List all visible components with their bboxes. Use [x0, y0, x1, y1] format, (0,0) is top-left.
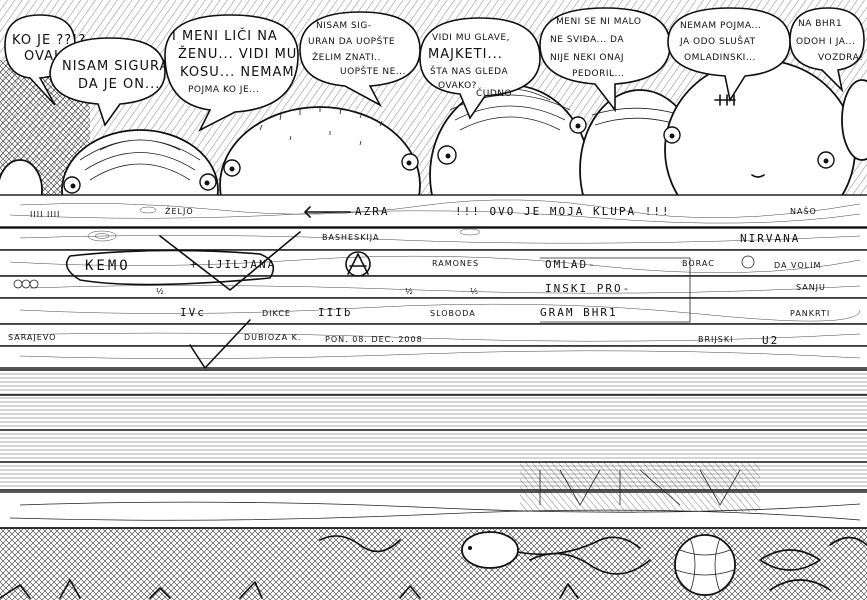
bubble-3-line-2: ŽENU... VIDI MU [178, 46, 297, 62]
bubble-5-line-3: ŠTA NAS GLEDA [430, 65, 508, 77]
speech-bubble-3: I MENI LIČI NA ŽENU... VIDI MU KOSU... N… [164, 14, 299, 132]
graffiti-sloboda: SLOBODA [430, 309, 476, 318]
anarchy-symbol [345, 251, 371, 277]
bubble-4-line-4: UOPŠTE NE... [340, 65, 406, 77]
bench-plank-2 [0, 227, 867, 251]
bubble-2-line-2: DA JE ON... [78, 77, 160, 92]
wood-grain [9, 199, 861, 359]
bubble-7-line-2: JA ODO SLUŠAT [679, 35, 756, 47]
olympic-rings [13, 279, 39, 289]
speech-bubble-1: KO JE ??!? OVAJ [4, 14, 86, 106]
bubble-7-line-3: OMLADINSKI... [684, 53, 756, 63]
head-7 [841, 79, 867, 161]
graffiti-gram-bhr1: GRAM BHR1 [540, 306, 618, 319]
graffiti-fifth: ⅕ [470, 287, 479, 296]
ground [0, 527, 867, 600]
bubble-8-line-1: NA BHR1 [798, 19, 842, 29]
graffiti-ovo-je-moja-klupa: !!! OVO JE MOJA KLUPA !!! [455, 205, 671, 218]
bubble-3-line-1: I MENI LIČI NA [172, 28, 278, 44]
graffiti-nirvana: NIRVANA [740, 232, 800, 245]
graffiti-bashesskija: BASHESKIJA [322, 233, 379, 242]
graffiti-date: PON. 08. DEC. 2008 [325, 335, 423, 344]
mouse-drawing [461, 531, 641, 569]
graffiti-borac: BORAC [682, 259, 715, 268]
speech-bubble-2: NISAM SIGURAN DA JE ON... [49, 37, 180, 127]
graffiti-dikce: DIKCE [262, 309, 291, 318]
leaves-drawing [759, 536, 867, 591]
omladinski-box [540, 257, 691, 323]
bubble-4-line-2: URAN DA UOPŠTE [308, 35, 395, 47]
arrow-mark [304, 206, 351, 218]
heart-outline [65, 249, 275, 286]
speech-bubble-4: NISAM SIG- URAN DA UOPŠTE ŽELIM ZNATI.. … [299, 11, 421, 107]
speech-bubble-5: VIDI MU GLAVE, MAJKETI... ŠTA NAS GLEDA … [419, 17, 541, 120]
bubble-4-line-3: ŽELIM ZNATI.. [312, 51, 381, 63]
snake-drawing [319, 535, 651, 575]
graffiti-zeljo: ŽELJO [165, 205, 194, 216]
graffiti-sarajevo: SARAJEVO [8, 333, 56, 342]
bubble-8-line-3: VOZDRA! [818, 53, 863, 63]
graffiti-brijski: BRIJSKI [698, 335, 733, 344]
bubble-5-line-4: OVAKO? [438, 81, 477, 91]
bubble-1-line-2: OVAJ [24, 49, 59, 64]
bench-graffiti: IIII IIII ŽELJO AZRA !!! OVO JE MOJA KLU… [8, 205, 830, 512]
bubble-7-line-1: NEMAM POJMA... [680, 21, 761, 31]
graffiti-ivc: IVc [180, 306, 206, 319]
bench-plank-7 [0, 345, 867, 369]
bench-plank-5 [0, 297, 867, 325]
graffiti-sanju: SANJU [796, 283, 826, 292]
graffiti-omlad: OMLAD- [545, 258, 597, 271]
speech-bubble-8: NA BHR1 ODOH I JA... VOZDRA! [789, 7, 865, 93]
bubble-2-line-1: NISAM SIGURAN [62, 59, 180, 74]
graffiti-iiib: IIIb [318, 306, 353, 319]
bubble-6-line-4: PEDORIL... [572, 69, 625, 79]
bubble-8-line-2: ODOH I JA... [796, 37, 855, 47]
bench-plank-6 [0, 323, 867, 347]
bubble-6-line-3: NIJE NEKI ONAJ [550, 53, 624, 63]
graffiti-dubioza: DUBIOZA K. [244, 333, 301, 342]
graffiti-ramones: RAMONES [432, 259, 479, 268]
bubble-5-line-5: ČUDNO [476, 87, 512, 99]
graffiti-naso: NAŠO [790, 205, 817, 216]
graffiti-inski-pro: INSKI PRO- [545, 282, 631, 295]
graffiti-half-2: ½ [405, 287, 414, 296]
bench-plank-4 [0, 275, 867, 299]
speech-bubble-6: MENI SE NI MALO NE SVIĐA... DA NIJE NEKI… [539, 7, 671, 113]
bubble-6-line-2: NE SVIĐA... DA [550, 35, 624, 45]
graffiti-azra: AZRA [355, 205, 390, 218]
graffiti-kemo: KEMO [85, 258, 131, 274]
graffiti-half-1: ½ [156, 287, 165, 296]
carved-block [520, 462, 760, 512]
check-mark [189, 319, 251, 369]
graffiti-da-volim: DA VOLIM [774, 261, 821, 270]
speech-bubble-7: NEMAM POJMA... JA ODO SLUŠAT OMLADINSKI.… [667, 7, 791, 103]
bubble-4-line-1: NISAM SIG- [316, 21, 372, 31]
bubble-3-line-4: POJMA KO JE... [188, 85, 259, 95]
bubble-6-line-1: MENI SE NI MALO [556, 17, 641, 27]
bubble-5-line-2: MAJKETI... [428, 47, 503, 62]
bubble-1-line-1: KO JE ??!? [12, 33, 86, 48]
bubble-5-line-1: VIDI MU GLAVE, [432, 33, 510, 43]
v-mark [159, 231, 301, 291]
graffiti-u2: U2 [762, 334, 779, 347]
ball-drawing [674, 534, 736, 596]
bubble-3-line-3: KOSU... NEMAM [180, 65, 295, 80]
graffiti-ljiljana: + LJILJANA [190, 258, 276, 271]
graffiti-pankrti: PANKRTI [790, 309, 830, 318]
tally-marks: IIII IIII [30, 210, 60, 219]
